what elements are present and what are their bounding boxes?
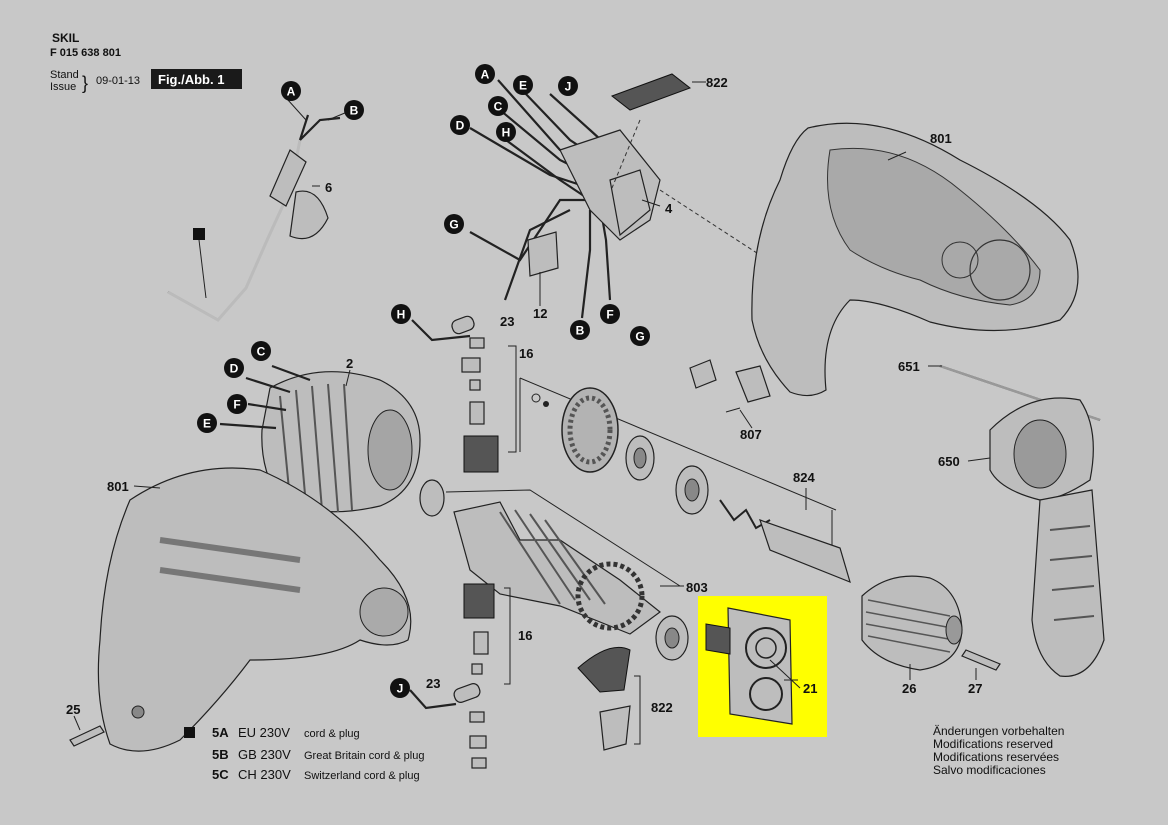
legend-variant-5b: GB 230V	[238, 747, 291, 762]
part-number-26: 26	[902, 681, 916, 696]
gear-train	[519, 377, 851, 584]
wire-label-h1: H	[502, 126, 511, 140]
part-number-2: 2	[346, 356, 353, 371]
drive-spindle	[759, 519, 851, 584]
power-cord-assembly	[167, 99, 353, 322]
wire-label-a1: A	[287, 85, 296, 99]
brand-label: SKIL	[52, 31, 79, 45]
part-number-822a: 822	[706, 75, 728, 90]
part-number-822b: 822	[651, 700, 673, 715]
wire-label-d1: D	[456, 119, 465, 133]
wire-label-d2: D	[230, 362, 239, 376]
cord-variant-marker	[193, 228, 205, 240]
modifications-notice: Änderungen vorbehalten Modifications res…	[933, 724, 1064, 777]
switch-body	[559, 129, 661, 241]
housing-half-right	[689, 122, 1079, 429]
part-number-6: 6	[325, 180, 332, 195]
notice-line-en: Modifications reserved	[933, 737, 1053, 751]
part-number-27: 27	[968, 681, 982, 696]
part-number-824: 824	[793, 470, 815, 485]
part-number-4: 4	[665, 201, 673, 216]
figure-tag: Fig./Abb. 1	[158, 72, 224, 87]
part-number-807: 807	[740, 427, 762, 442]
chuck-assembly	[861, 575, 1001, 680]
field-stator	[219, 364, 421, 513]
cord-variant-legend: 5A EU 230V cord & plug 5B GB 230V Great …	[184, 725, 424, 782]
wire-label-f2: F	[233, 398, 240, 412]
wire-label-e2: E	[203, 417, 211, 431]
issue-date: 09-01-13	[96, 75, 140, 87]
legend-code-5b: 5B	[212, 747, 229, 762]
wire-label-f1: F	[606, 308, 613, 322]
part-number-12: 12	[533, 306, 547, 321]
legend-code-5c: 5C	[212, 767, 229, 782]
lower-switch-parts	[577, 646, 641, 751]
wire-label-bubbles: A B A E J C D H G B F H G C D F E J	[197, 64, 650, 698]
wire-label-j1: J	[565, 80, 572, 94]
wire-label-c1: C	[494, 100, 503, 114]
issue-label: Issue	[50, 81, 76, 93]
switch-assembly	[469, 73, 781, 319]
part-number-16b: 16	[518, 628, 532, 643]
legend-desc-5b: Great Britain cord & plug	[304, 750, 424, 762]
model-number: F 015 638 801	[50, 47, 121, 59]
header-block: SKIL F 015 638 801 Stand Issue } 09-01-1…	[50, 31, 242, 93]
part-number-23b: 23	[426, 676, 440, 691]
highlighted-part-21	[698, 596, 827, 737]
wire-label-c2: C	[257, 345, 266, 359]
legend-code-5a: 5A	[212, 725, 229, 740]
legend-variant-5c: CH 230V	[238, 767, 291, 782]
brush-holder-upper	[411, 315, 517, 473]
wire-label-h2: H	[397, 308, 406, 322]
suppressor-capacitor	[527, 231, 559, 277]
wire-label-a2: A	[481, 68, 490, 82]
brace-glyph: }	[82, 73, 88, 93]
armature	[419, 479, 689, 661]
legend-marker	[184, 727, 195, 738]
legend-desc-5a: cord & plug	[304, 728, 360, 740]
part-number-21: 21	[803, 681, 817, 696]
part-number-25: 25	[66, 702, 80, 717]
cord-protector	[289, 190, 329, 240]
brush-holder-lower	[409, 583, 511, 769]
wire-label-g2: G	[635, 330, 644, 344]
wire-label-j2: J	[397, 682, 404, 696]
side-handle-assembly	[928, 364, 1105, 677]
housing-half-left	[69, 467, 412, 752]
notice-line-fr: Modifications reservées	[933, 750, 1059, 764]
part-number-803: 803	[686, 580, 708, 595]
wire-label-b1: B	[350, 104, 359, 118]
part-number-801a: 801	[930, 131, 952, 146]
wire-label-e: E	[519, 79, 527, 93]
legend-desc-5c: Switzerland cord & plug	[304, 770, 420, 782]
part-number-16a: 16	[519, 346, 533, 361]
part-number-650: 650	[938, 454, 960, 469]
part-number-801b: 801	[107, 479, 129, 494]
switch-cover-822	[610, 73, 692, 111]
notice-line-es: Salvo modificaciones	[933, 763, 1046, 777]
notice-line-de: Änderungen vorbehalten	[933, 724, 1064, 738]
part-number-labels: 6 822 4 801 12 23 16 2 651 807 824 650 8…	[66, 75, 982, 717]
figure-tag-bg	[151, 69, 242, 89]
wire-label-g1: G	[449, 218, 458, 232]
stand-label: Stand	[50, 69, 79, 81]
part-number-651: 651	[898, 359, 920, 374]
part-number-23a: 23	[500, 314, 514, 329]
wire-label-b2: B	[576, 324, 585, 338]
legend-variant-5a: EU 230V	[238, 725, 290, 740]
